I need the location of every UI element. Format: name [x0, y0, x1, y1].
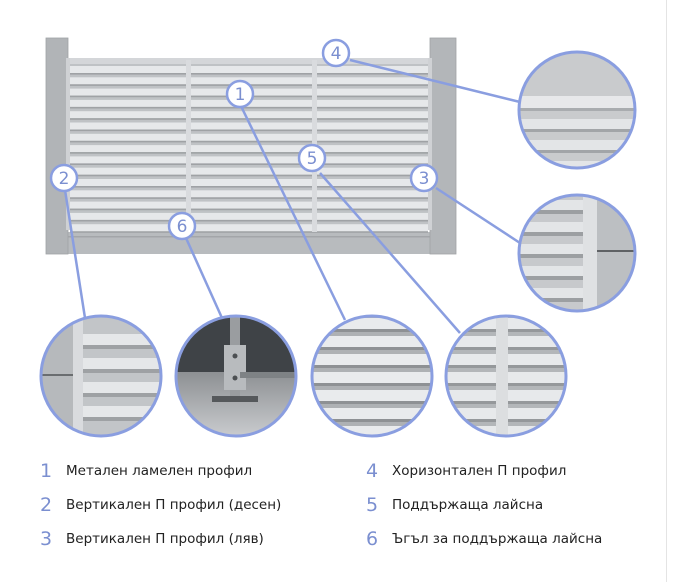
right-column	[430, 38, 456, 254]
fence-slat	[70, 167, 428, 175]
zoom-circle-support-strip	[444, 314, 568, 438]
callout-2-number: 2	[59, 169, 70, 189]
zoom-circle-left-vertical-profile	[517, 193, 637, 313]
zoom-slat	[312, 372, 432, 383]
support-strip-left	[186, 60, 191, 232]
zoom-slat	[312, 426, 432, 436]
callout-6-number: 6	[177, 217, 188, 237]
fence-slat	[70, 133, 428, 141]
zoom-slat	[312, 336, 432, 347]
fence-slat	[70, 156, 428, 164]
callout-5-number: 5	[307, 149, 318, 169]
callout-4-number: 4	[331, 44, 342, 64]
fence-slat	[70, 122, 428, 130]
zoom-circle-metal-slats	[310, 314, 434, 438]
fence-slat	[70, 179, 428, 186]
fence-slat	[70, 201, 428, 209]
top-profile	[66, 58, 432, 64]
zoom-circle-support-bracket	[174, 314, 298, 438]
fence-slat	[70, 190, 428, 198]
callout-1: 1	[225, 79, 255, 109]
zoom-support-strip	[496, 316, 508, 436]
connector-lines	[63, 58, 521, 334]
callout-3-number: 3	[419, 169, 430, 189]
zoom-circle-right-vertical-profile	[39, 314, 163, 438]
callout-5: 5	[297, 143, 327, 173]
callout-1-number: 1	[235, 85, 246, 105]
page-divider	[666, 0, 667, 582]
callout-3: 3	[409, 163, 439, 193]
zoom-slat	[312, 354, 432, 365]
callout-4: 4	[321, 38, 351, 68]
fence-slat	[70, 66, 428, 73]
left-column	[46, 38, 68, 254]
zoom-circle-horizontal-profile	[517, 50, 637, 170]
fence-slat	[70, 111, 428, 119]
fence-slat	[70, 77, 428, 85]
fence-slat	[70, 212, 428, 220]
callout-6: 6	[167, 211, 197, 241]
zoom-slat	[312, 318, 432, 329]
zoom-slat	[312, 408, 432, 419]
fence-base	[46, 232, 456, 254]
fence-slat	[70, 224, 428, 232]
callout-2: 2	[49, 163, 79, 193]
zoom-slat	[312, 390, 432, 401]
fence-slat	[70, 145, 428, 153]
